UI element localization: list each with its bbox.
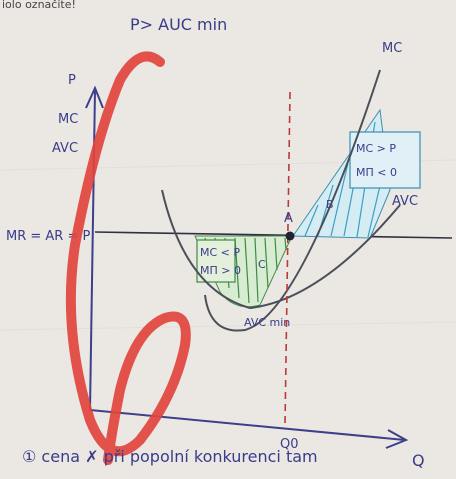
point-a-label: A — [284, 211, 293, 226]
price-line-label: MR = AR = P — [6, 229, 90, 244]
mc-curve-label: MC — [382, 41, 402, 56]
box-left — [196, 239, 236, 283]
q0-dashed-line — [284, 91, 291, 426]
header-cut-text: iolo označite! — [2, 0, 76, 11]
title-note: P> AUC min — [130, 15, 227, 34]
x-axis-arrow — [385, 429, 409, 449]
mc-curve — [204, 69, 381, 332]
box-right-line1: MC > P — [356, 142, 396, 155]
y-label-p: P — [68, 73, 76, 88]
q0-label: Q0 — [280, 437, 299, 452]
area-c-label: C — [258, 258, 266, 271]
avc-curve-label: AVC — [392, 194, 418, 209]
y-axis-arrow — [85, 85, 104, 109]
x-label-q: Q — [412, 451, 425, 470]
box-right-line2: MΠ < 0 — [356, 166, 397, 179]
avc-min-label: AVC min — [244, 316, 290, 329]
footer-text: ① cena ✗ při popolní konkurenci tam — [22, 447, 318, 466]
box-right — [349, 131, 421, 189]
x-axis — [89, 409, 406, 441]
price-line — [94, 231, 453, 239]
box-left-line1: MC < P — [200, 246, 240, 259]
box-left-line2: MΠ > 0 — [200, 264, 241, 277]
red-handwritten-six — [65, 51, 191, 465]
avc-curve — [161, 189, 401, 310]
y-label-avc: AVC — [52, 141, 78, 156]
y-label-mc: MC — [58, 112, 78, 127]
point-a — [285, 231, 295, 241]
